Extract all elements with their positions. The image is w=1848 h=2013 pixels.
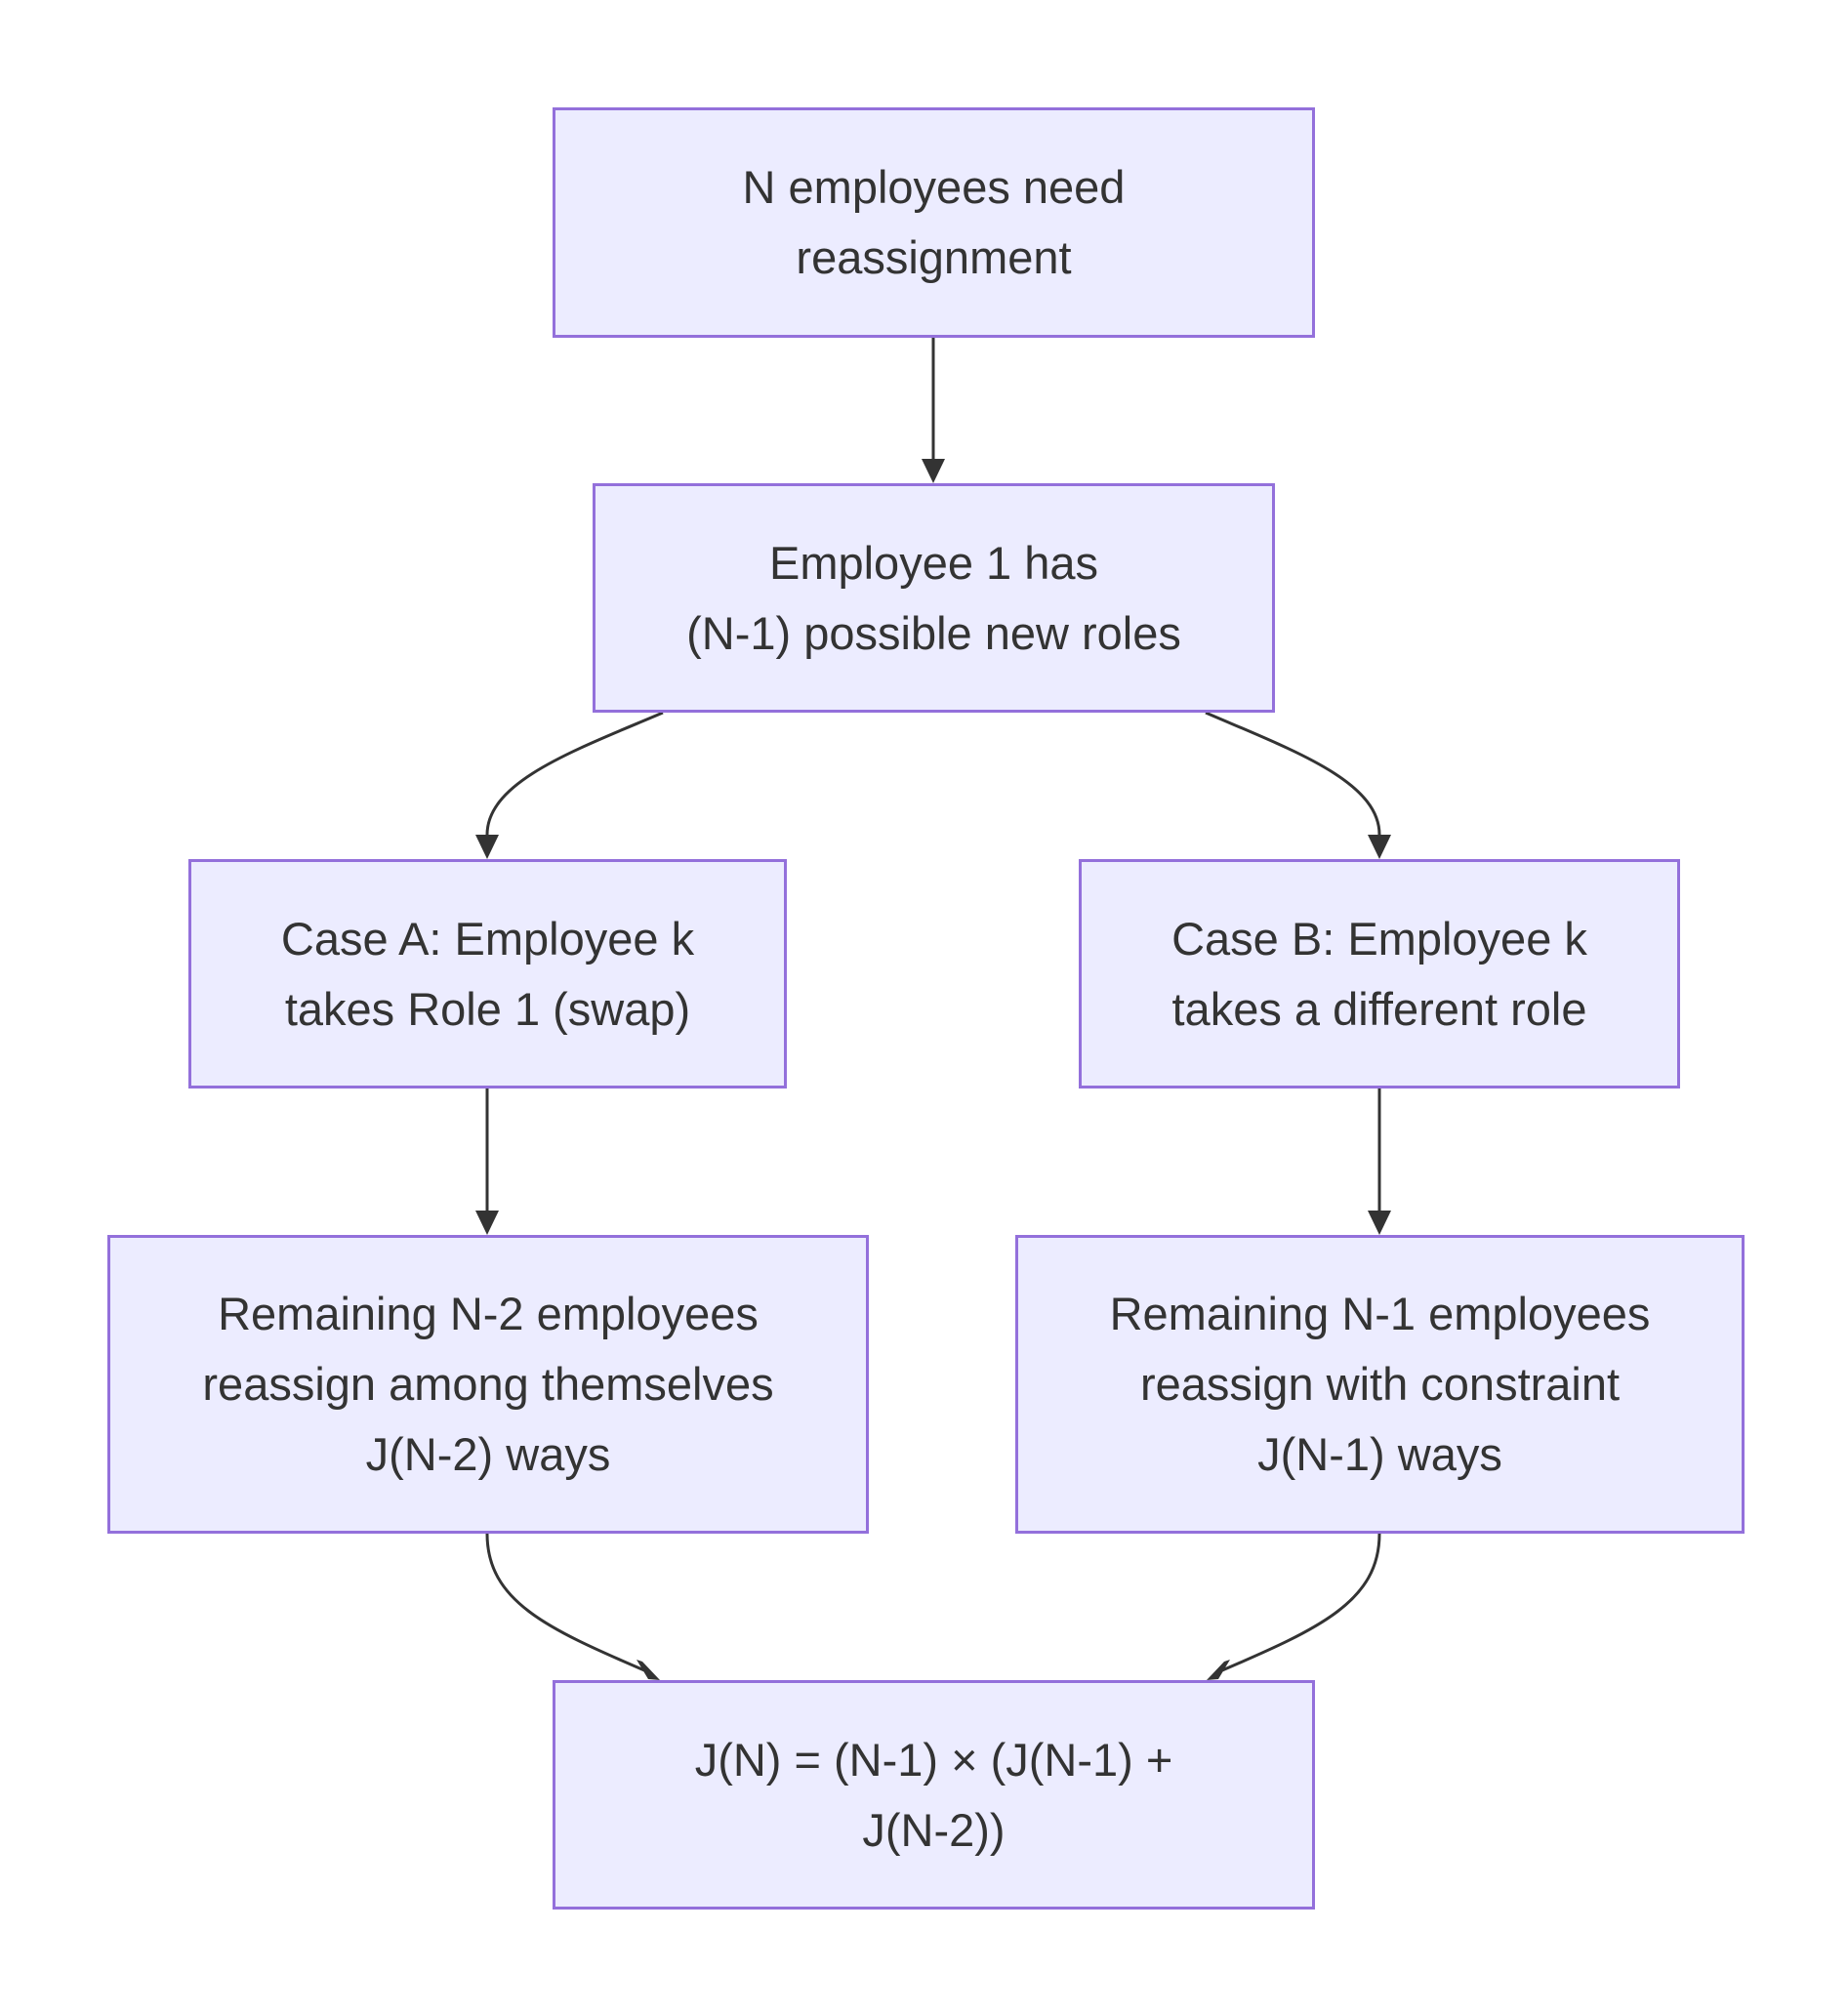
node-label-line: J(N) = (N-1) × (J(N-1) + <box>694 1733 1173 1786</box>
node-label-line: J(N-2)) <box>862 1803 1006 1856</box>
node-label-line: Case B: Employee k <box>1171 912 1587 965</box>
node-label-line: reassign with constraint <box>1139 1358 1621 1410</box>
edge-n5-to-n7 <box>485 1533 645 1672</box>
node-remaining-n-1: Remaining N-1 employees reassign with co… <box>1015 1235 1745 1534</box>
arrowhead-n4-to-n6 <box>1368 1211 1391 1235</box>
node-label-line: Remaining N-1 employees <box>1109 1288 1651 1339</box>
edge-n2-to-n4 <box>1205 711 1381 836</box>
node-label: Remaining N-1 employees reassign with co… <box>1110 1279 1651 1490</box>
node-label-line: N employees need <box>742 161 1126 213</box>
node-label-line: reassign among themselves <box>202 1358 774 1410</box>
node-label-line: takes Role 1 (swap) <box>284 982 691 1035</box>
node-label-line: Remaining N-2 employees <box>218 1288 759 1339</box>
arrowhead-n1-to-n2 <box>922 459 945 483</box>
node-label-line: J(N-1) ways <box>1257 1428 1502 1480</box>
node-employee-1-options: Employee 1 has (N-1) possible new roles <box>593 483 1275 713</box>
node-label: N employees need reassignment <box>743 152 1126 293</box>
node-label-line: Case A: Employee k <box>280 912 695 965</box>
node-recurrence-formula: J(N) = (N-1) × (J(N-1) + J(N-2)) <box>553 1680 1315 1910</box>
node-label-line: Employee 1 has <box>768 536 1099 589</box>
node-label-line: J(N-2) ways <box>365 1428 611 1480</box>
node-label-line: reassignment <box>796 231 1072 283</box>
node-n-employees: N employees need reassignment <box>553 107 1315 338</box>
edge-n6-to-n7 <box>1221 1533 1381 1672</box>
arrowhead-n5-to-n7 <box>637 1660 660 1680</box>
node-case-b: Case B: Employee k takes a different rol… <box>1079 859 1680 1089</box>
arrowhead-n6-to-n7 <box>1207 1660 1230 1680</box>
node-label-line: takes a different role <box>1171 982 1587 1035</box>
arrowhead-n2-to-n4 <box>1368 835 1391 859</box>
node-label: Case B: Employee k takes a different rol… <box>1171 904 1587 1045</box>
edge-n2-to-n3 <box>485 711 664 836</box>
arrowhead-n2-to-n3 <box>475 835 499 859</box>
node-remaining-n-2: Remaining N-2 employees reassign among t… <box>107 1235 869 1534</box>
node-label: Case A: Employee k takes Role 1 (swap) <box>281 904 694 1045</box>
arrowhead-n3-to-n5 <box>475 1211 499 1235</box>
node-label: Employee 1 has (N-1) possible new roles <box>686 528 1181 669</box>
node-label: J(N) = (N-1) × (J(N-1) + J(N-2)) <box>695 1725 1173 1866</box>
node-label: Remaining N-2 employees reassign among t… <box>202 1279 773 1490</box>
node-label-line: (N-1) possible new roles <box>686 606 1181 659</box>
node-case-a: Case A: Employee k takes Role 1 (swap) <box>188 859 787 1089</box>
